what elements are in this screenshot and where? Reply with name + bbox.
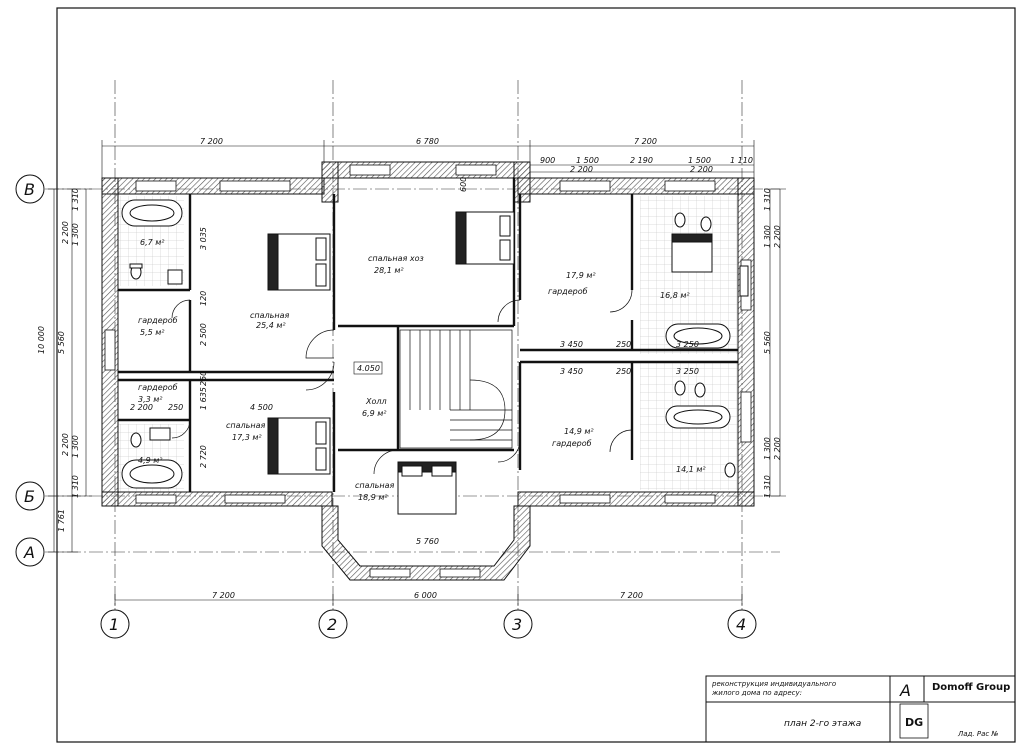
svg-text:5 760: 5 760 <box>416 537 439 546</box>
svg-text:250: 250 <box>199 371 208 386</box>
tb-desc-1: реконструкция индивидуального <box>711 680 836 688</box>
tb-sheet-label: Лад. Рас № <box>957 730 999 738</box>
top-dimensions <box>101 140 755 178</box>
bath-fixtures <box>121 199 749 489</box>
dim-left-p2: 2 200 <box>61 221 70 244</box>
dim-bottom-3: 7 200 <box>620 591 643 600</box>
svg-text:250: 250 <box>616 340 631 349</box>
tb-format: А <box>899 681 911 700</box>
room-12-area: 14,9 м² <box>564 427 594 436</box>
dim-left-p6: 1 310 <box>71 475 80 498</box>
svg-text:3 450: 3 450 <box>560 340 583 349</box>
dim-left-p5: 1 300 <box>71 435 80 458</box>
dim-tr2-1: 2 200 <box>570 165 593 174</box>
axis-col-2: 2 <box>327 615 337 634</box>
dim-top-2: 6 780 <box>416 137 439 146</box>
interior-partitions <box>118 178 738 492</box>
title-block <box>705 675 1016 743</box>
axis-row-v: В <box>24 180 35 199</box>
room-7-area: 3,3 м² <box>138 395 163 404</box>
dim-right-p5: 2 200 <box>773 437 782 460</box>
axis-col-1: 1 <box>109 615 119 634</box>
inner-dimensions: 3 035 120 2 500 1 635 250 2 200 250 4 50… <box>130 227 699 546</box>
room-5-area: 17,9 м² <box>566 271 596 280</box>
dim-left-p3: 1 300 <box>71 223 80 246</box>
beds <box>267 211 713 515</box>
axis-row-a: А <box>23 543 35 562</box>
svg-text:4.050: 4.050 <box>357 364 380 373</box>
dim-tr-1: 900 <box>540 156 555 165</box>
dim-bottom-2: 6 000 <box>414 591 437 600</box>
staircase <box>399 329 513 449</box>
right-dimensions <box>764 188 786 497</box>
dim-left-mid: 5 560 <box>57 331 66 354</box>
dim-tr2-2: 2 200 <box>690 165 713 174</box>
bottom-dimensions <box>114 594 743 606</box>
dim-right-p4: 1 300 <box>763 437 772 460</box>
room-2-area: 5,5 м² <box>140 328 165 337</box>
svg-text:250: 250 <box>168 403 183 412</box>
dim-tr-3: 2 190 <box>630 156 653 165</box>
axis-col-4: 4 <box>736 615 746 634</box>
left-dimensions <box>48 188 92 553</box>
room-11-area: 18,9 м² <box>358 493 388 502</box>
dim-right-p2: 1 300 <box>763 225 772 248</box>
svg-text:4 500: 4 500 <box>250 403 273 412</box>
svg-text:1 635: 1 635 <box>199 387 208 410</box>
dim-right-p3: 2 200 <box>773 225 782 248</box>
room-9-area: 17,3 м² <box>232 433 262 442</box>
room-10-name: Холл <box>365 397 387 406</box>
dim-tr-5: 1 110 <box>730 156 753 165</box>
svg-text:120: 120 <box>199 291 208 306</box>
room-4-area: 28,1 м² <box>374 266 404 275</box>
dim-tr-4: 1 500 <box>688 156 711 165</box>
svg-text:250: 250 <box>616 367 631 376</box>
room-6-area: 16,8 м² <box>660 291 690 300</box>
svg-text:2 500: 2 500 <box>199 323 208 346</box>
axis-col-3: 3 <box>512 615 522 634</box>
room-12-name: гардероб <box>552 439 592 448</box>
axis-bubbles <box>15 174 757 639</box>
dim-left-p7: 1 761 <box>57 509 66 532</box>
dim-tr-2: 1 500 <box>576 156 599 165</box>
tb-company: Domoff Group <box>932 682 1010 693</box>
room-11-name: спальная <box>355 481 394 490</box>
room-10-area: 6,9 м² <box>362 409 387 418</box>
room-13-area: 14,1 м² <box>676 465 706 474</box>
svg-text:3 250: 3 250 <box>676 367 699 376</box>
svg-text:3 450: 3 450 <box>560 367 583 376</box>
svg-text:3 035: 3 035 <box>199 227 208 250</box>
svg-text:DG: DG <box>905 716 923 729</box>
room-labels: 6,7 м² гардероб 5,5 м² спальная 25,4 м² … <box>138 238 706 502</box>
company-logo: DG <box>899 703 929 739</box>
door-swings <box>171 289 633 475</box>
dim-left-total: 10 000 <box>37 326 46 354</box>
dim-left-p4: 2 200 <box>61 433 70 456</box>
room-5-name: гардероб <box>548 287 588 296</box>
room-3-area: 25,4 м² <box>256 321 286 330</box>
sheet-frame <box>56 7 1016 743</box>
dim-right-p1: 1 310 <box>763 188 772 211</box>
dim-right-p6: 1 310 <box>763 475 772 498</box>
room-2-name: гардероб <box>138 316 178 325</box>
room-4-name: спальная хоз <box>368 254 424 263</box>
svg-text:2 720: 2 720 <box>199 445 208 468</box>
dim-bottom-1: 7 200 <box>212 591 235 600</box>
dim-left-p1: 1 310 <box>71 188 80 211</box>
tb-desc-2: жилого дома по адресу: <box>711 689 802 697</box>
svg-text:2 200: 2 200 <box>130 403 153 412</box>
tb-sheet-title: план 2-го этажа <box>784 719 861 729</box>
svg-text:3 250: 3 250 <box>676 340 699 349</box>
dim-right-mid: 5 560 <box>763 331 772 354</box>
room-3-name: спальная <box>250 311 289 320</box>
room-8-area: 4,9 м² <box>138 456 163 465</box>
axis-row-b: Б <box>24 487 35 506</box>
room-9-name: спальная <box>226 421 265 430</box>
room-1-area: 6,7 м² <box>140 238 165 247</box>
dim-bay: 600 <box>459 177 468 192</box>
dim-top-3: 7 200 <box>634 137 657 146</box>
room-7-name: гардероб <box>138 383 178 392</box>
dim-top-1: 7 200 <box>200 137 223 146</box>
